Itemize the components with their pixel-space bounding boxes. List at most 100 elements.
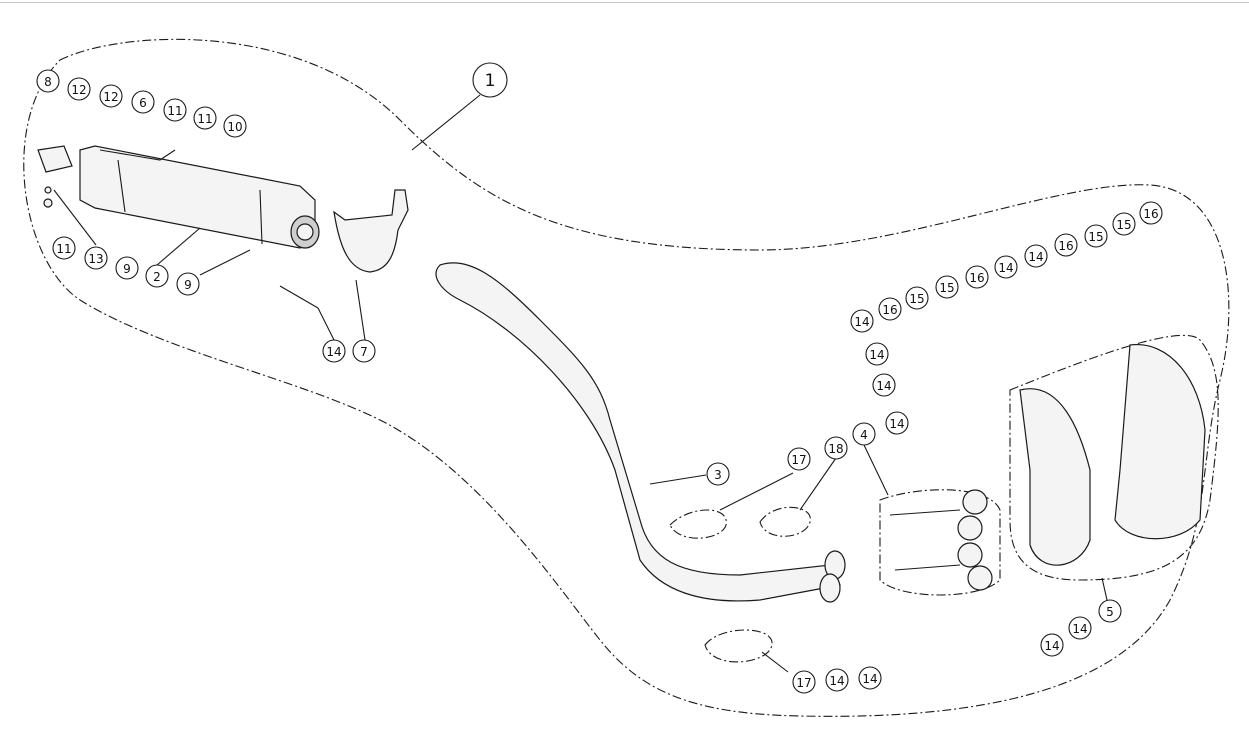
- svg-text:11: 11: [197, 112, 212, 126]
- svg-text:15: 15: [1088, 230, 1103, 244]
- svg-text:15: 15: [909, 292, 924, 306]
- callout-15d: 15: [1112, 212, 1136, 236]
- svg-text:14: 14: [854, 315, 869, 329]
- bolt: [44, 186, 52, 194]
- svg-text:16: 16: [969, 271, 984, 285]
- callout-15c: 15: [1084, 224, 1108, 248]
- callout-4: 4: [852, 422, 876, 446]
- svg-text:9: 9: [123, 262, 131, 276]
- svg-text:4: 4: [860, 428, 868, 442]
- svg-text:14: 14: [869, 348, 884, 362]
- callout-9a: 9: [115, 256, 139, 280]
- svg-text:12: 12: [71, 83, 86, 97]
- callout-1: 1: [472, 62, 508, 98]
- silencer-band-rear: [259, 189, 263, 245]
- collector-group-outline: [879, 489, 1001, 596]
- link-pipe-outlet-2: [819, 573, 841, 603]
- callout-14i: 14: [858, 666, 882, 690]
- callout-5: 5: [1098, 599, 1122, 623]
- callout-16d: 16: [1139, 201, 1163, 225]
- callout-16a: 16: [878, 297, 902, 321]
- headers: [1019, 344, 1206, 566]
- svg-text:14: 14: [1044, 639, 1059, 653]
- mounting-bracket: [333, 189, 409, 273]
- callout-7: 7: [352, 339, 376, 363]
- callout-3: 3: [706, 462, 730, 486]
- svg-text:3: 3: [714, 468, 722, 482]
- callout-17b: 17: [792, 670, 816, 694]
- silencer-band-front: [117, 159, 126, 213]
- callout-14j: 14: [1068, 616, 1092, 640]
- svg-text:17: 17: [796, 676, 811, 690]
- callout-14a: 14: [322, 339, 346, 363]
- callout-14b: 14: [850, 309, 874, 333]
- callout-2: 2: [145, 264, 169, 288]
- callout-12a: 12: [67, 77, 91, 101]
- assembly-boundary: [23, 38, 1230, 717]
- svg-text:15: 15: [939, 281, 954, 295]
- callout-14e: 14: [885, 411, 909, 435]
- svg-text:16: 16: [1143, 207, 1158, 221]
- callout-8: 8: [36, 69, 60, 93]
- svg-text:6: 6: [139, 96, 147, 110]
- svg-text:10: 10: [227, 120, 242, 134]
- spring-left: [279, 285, 319, 309]
- svg-text:14: 14: [862, 672, 877, 686]
- callout-13: 13: [84, 246, 108, 270]
- silencer-assembly: [37, 145, 409, 309]
- svg-text:15: 15: [1116, 218, 1131, 232]
- svg-text:14: 14: [876, 379, 891, 393]
- callout-10: 10: [223, 114, 247, 138]
- callout-14d: 14: [872, 373, 896, 397]
- collector: [889, 489, 993, 591]
- svg-text:1: 1: [485, 71, 496, 91]
- top-border-line: [0, 2, 1249, 3]
- svg-text:17: 17: [791, 453, 806, 467]
- silencer-strip: [99, 149, 176, 161]
- end-cap: [37, 145, 73, 173]
- callout-11b: 11: [193, 106, 217, 130]
- svg-text:14: 14: [889, 417, 904, 431]
- callout-15b: 15: [935, 275, 959, 299]
- svg-text:14: 14: [326, 345, 341, 359]
- callout-11c: 11: [52, 236, 76, 260]
- callout-14c: 14: [865, 342, 889, 366]
- svg-text:18: 18: [828, 442, 843, 456]
- leader-lines: [53, 94, 1108, 673]
- callout-14g: 14: [1024, 244, 1048, 268]
- silencer-outlet-inner: [296, 223, 314, 241]
- callout-14f: 14: [994, 255, 1018, 279]
- clamp-kit-18-outline: [759, 506, 811, 537]
- callout-11a: 11: [163, 98, 187, 122]
- callout-6: 6: [131, 90, 155, 114]
- svg-text:14: 14: [1072, 622, 1087, 636]
- callout-16b: 16: [965, 265, 989, 289]
- svg-text:14: 14: [1028, 250, 1043, 264]
- callout-18: 18: [824, 436, 848, 460]
- svg-text:9: 9: [184, 278, 192, 292]
- clamp-kit-17a-outline: [669, 509, 727, 539]
- callout-14k: 14: [1040, 633, 1064, 657]
- link-pipe: [435, 262, 841, 602]
- callout-14h: 14: [825, 668, 849, 692]
- svg-text:11: 11: [167, 104, 182, 118]
- svg-text:11: 11: [56, 242, 71, 256]
- svg-text:13: 13: [88, 252, 103, 266]
- svg-text:14: 14: [829, 674, 844, 688]
- washer: [43, 198, 53, 208]
- callout-15a: 15: [905, 286, 929, 310]
- svg-text:16: 16: [1058, 239, 1073, 253]
- svg-text:12: 12: [103, 90, 118, 104]
- callout-16c: 16: [1054, 233, 1078, 257]
- clamp-kit-17b-outline: [704, 629, 773, 663]
- headers-group-outline: [1009, 334, 1219, 581]
- callout-17a: 17: [787, 447, 811, 471]
- svg-text:14: 14: [998, 261, 1013, 275]
- svg-text:2: 2: [153, 270, 161, 284]
- svg-text:8: 8: [44, 75, 52, 89]
- silencer-body: [79, 145, 316, 249]
- callout-12b: 12: [99, 84, 123, 108]
- svg-text:5: 5: [1106, 605, 1114, 619]
